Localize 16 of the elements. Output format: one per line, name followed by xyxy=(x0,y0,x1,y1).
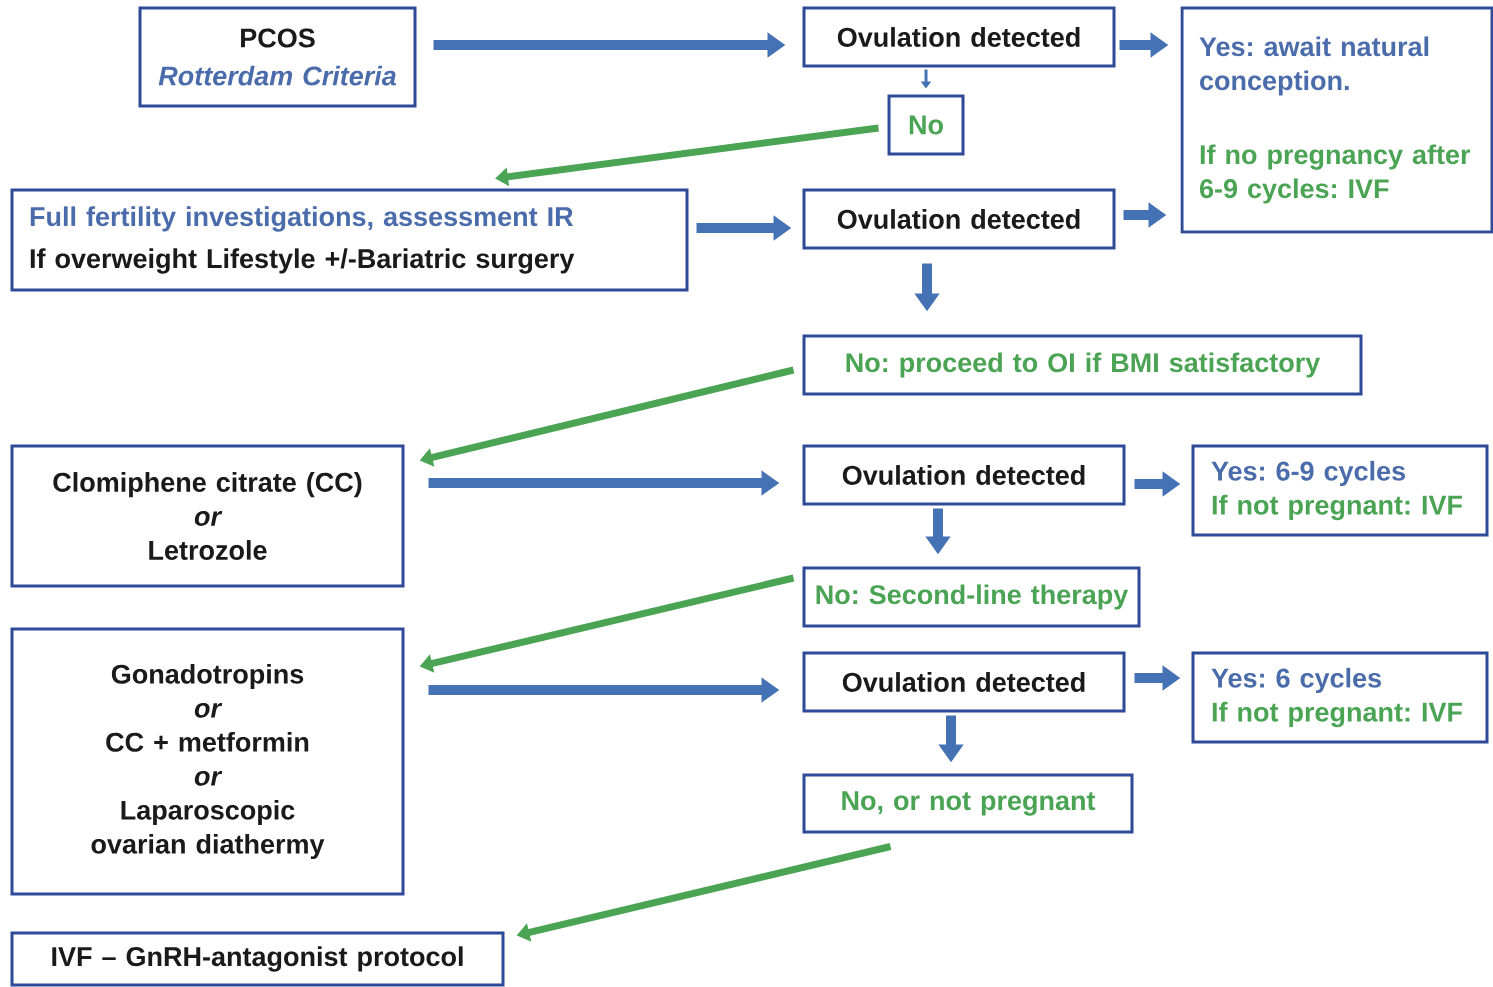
flowchart-box: Yes: 6 cycles If not pregnant: IVF xyxy=(1191,651,1489,744)
flowchart-box: No, or not pregnant xyxy=(802,773,1134,834)
flowchart-box: Ovulation detected xyxy=(802,444,1126,506)
flowchart-box: Ovulation detected xyxy=(802,188,1116,250)
flowchart-box: No: proceed to OI if BMI satisfactory xyxy=(802,334,1363,396)
flowchart-box: PCOS Rotterdam Criteria xyxy=(138,6,417,108)
flowchart-box: Yes: await natural conception. If no pregnancy after 6-9 cycles: IVF xyxy=(1180,6,1493,234)
flowchart-box: Ovulation detected xyxy=(802,6,1116,68)
flowchart-box: No: Second-line therapy xyxy=(802,566,1141,628)
flowchart-box: Gonadotropins or CC + metformin or Laparoscopic ovarian diathermy xyxy=(10,627,405,896)
flowchart-box: IVF – GnRH-antagonist protocol xyxy=(10,931,505,987)
flowchart-box: Yes: 6-9 cycles If not pregnant: IVF xyxy=(1191,444,1489,537)
flowchart-box: Clomiphene citrate (CC) or Letrozole xyxy=(10,444,405,588)
flowchart-box: No xyxy=(887,94,965,156)
flowchart-box: Full fertility investigations, assessment IR If overweight Lifestyle +/-Bariatric surgery xyxy=(10,188,689,292)
flowchart-box: Ovulation detected xyxy=(802,651,1126,713)
